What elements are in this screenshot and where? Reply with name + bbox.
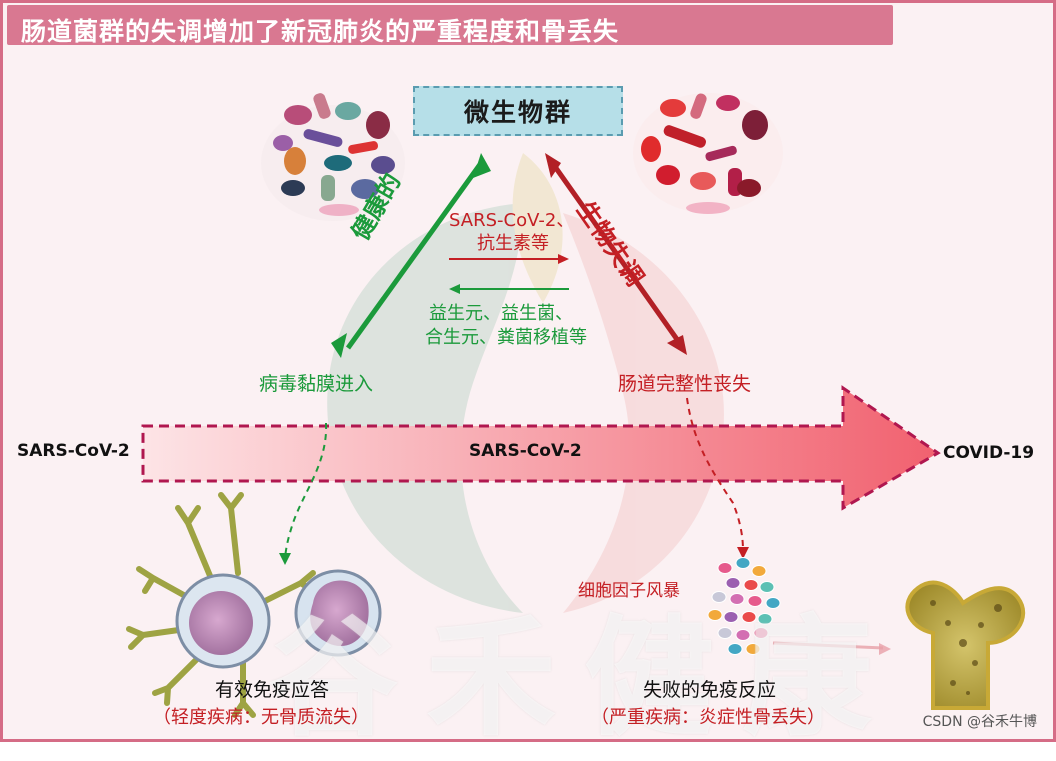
bone-image [907, 583, 1023, 708]
failed-immune-response-label: 失败的免疫反应 [643, 675, 776, 702]
diagram-canvas: 肠道菌群的失调增加了新冠肺炎的严重程度和骨丢失 谷禾健康 微生物群 健康的 生物… [0, 0, 1056, 742]
page-title: 肠道菌群的失调增加了新冠肺炎的严重程度和骨丢失 [21, 12, 619, 48]
severe-disease-note: （严重疾病：炎症性骨丢失） [591, 703, 825, 729]
effective-immune-response-label: 有效免疫应答 [215, 675, 329, 702]
cytokine-dot [718, 563, 732, 574]
credit-text: CSDN @谷禾牛博 [923, 711, 1037, 731]
therapies-line2: 合生元、粪菌移植等 [425, 323, 587, 349]
therapies-line1: 益生元、益生菌、 [429, 299, 573, 325]
dysbiotic-microbiota-image [633, 92, 783, 214]
viral-mucosal-entry-label: 病毒黏膜进入 [259, 369, 373, 396]
triggers-line2: 抗生素等 [477, 229, 549, 255]
cytokine-storm-label: 细胞因子风暴 [578, 576, 680, 601]
arrow-center-label: SARS-CoV-2 [469, 441, 582, 461]
cytokine-dot [736, 558, 750, 569]
arrow-start-label: SARS-CoV-2 [17, 441, 130, 461]
mild-disease-note: （轻度疾病：无骨质流失） [153, 703, 369, 729]
microbiota-box: 微生物群 [413, 86, 623, 136]
arrow-end-label: COVID-19 [943, 443, 1034, 463]
title-bar: 肠道菌群的失调增加了新冠肺炎的严重程度和骨丢失 [7, 5, 893, 45]
gut-integrity-loss-label: 肠道完整性丧失 [618, 369, 751, 396]
watermark-text: 谷禾健康 [268, 573, 900, 761]
